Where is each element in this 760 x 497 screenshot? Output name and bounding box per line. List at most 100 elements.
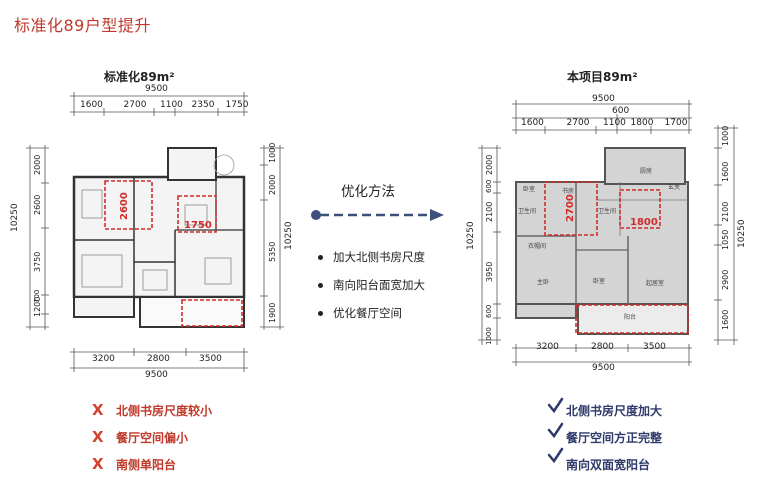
right-right-dim: 2100 [721,201,730,222]
right-plan-title: 本项目89m² [567,70,638,84]
bullet-item: 加大北侧书房尺度 [318,249,425,265]
left-side-dim: 700 [33,289,41,303]
room-label: 卫生间 [518,208,537,215]
right-top-dim: 1100 [603,118,626,128]
right-highlight-dim-1: 2700 [565,194,576,222]
pros-item: 餐厅空间方正完整 [566,428,662,446]
room-label: 起居室 [646,280,665,287]
left-side-dim: 2600 [33,194,42,215]
left-highlight-dim-2: 1750 [184,220,212,231]
right-bottom-total: 9500 [592,363,615,373]
cons-text: 南侧单阳台 [116,457,177,472]
check-marks [547,397,564,464]
right-dining-highlight [619,189,661,229]
bullet-text: 优化餐厅空间 [333,306,402,320]
right-balcony-highlight [575,304,689,334]
left-side-total: 10250 [10,203,20,232]
room-label: 书房 [562,188,575,195]
method-bullets: 加大北侧书房尺度 南向阳台面宽加大 优化餐厅空间 [318,249,425,333]
right-left-dim: 2000 [485,154,494,175]
right-study-highlight [544,181,598,236]
right-top-600: 600 [612,106,630,116]
bullet-dot-icon [318,254,323,260]
right-top-dim: 1600 [521,118,544,128]
left-top-dims: 1600 2700 1100 2350 1750 [80,100,250,110]
x-mark-icon: X [92,455,104,473]
x-mark-icon: X [92,401,104,419]
left-floor-plan [72,147,246,328]
right-side-dim-left: 1000 [268,142,277,163]
right-left-dim: 1000 [485,327,493,345]
right-left-dim: 3950 [485,261,494,282]
left-dimensions [26,92,284,372]
right-bottom-dim: 3200 [536,342,559,352]
right-side-dim-left: 1900 [268,302,277,323]
pros-text: 南向双面宽阳台 [566,457,651,472]
left-bottom-dim: 2800 [147,354,170,364]
left-top-dim: 2350 [191,100,215,110]
right-bottom-dims: 3200 2800 3500 [536,342,696,352]
left-bottom-dim: 3500 [199,354,222,364]
left-plan-title: 标准化89m² [104,70,175,84]
right-top-total: 9500 [592,94,615,104]
left-study-highlight [104,180,153,230]
right-right-dim: 1600 [721,309,730,330]
right-side-dim-left: 5350 [268,241,277,262]
left-right-total: 10250 [284,221,294,250]
optimization-arrow [311,209,444,221]
left-top-dim: 1600 [80,100,103,110]
right-left-dim: 600 [485,179,493,193]
left-balcony-highlight [181,299,243,327]
left-side-dim: 2000 [33,154,42,175]
right-right-dim: 1600 [721,161,730,182]
left-top-dim: 2700 [123,100,147,110]
right-floor-plan [515,147,689,335]
room-label: 玄关 [668,184,681,191]
right-dimensions [478,100,738,366]
right-bottom-dim: 2800 [591,342,614,352]
right-left-dim: 600 [485,304,493,318]
right-right-total: 10250 [737,219,747,248]
left-bottom-dims: 3200 2800 3500 [92,354,252,364]
bullet-text: 南向阳台面宽加大 [333,278,425,292]
bullet-item: 南向阳台面宽加大 [318,277,425,293]
pros-item: 北侧书房尺度加大 [566,401,662,419]
right-top-dim: 1700 [664,118,688,128]
bullet-text: 加大北侧书房尺度 [333,250,425,264]
pros-text: 餐厅空间方正完整 [566,430,663,445]
right-top-dim: 2700 [566,118,590,128]
left-top-dim: 1750 [225,100,249,110]
left-bottom-dim: 3200 [92,354,115,364]
room-label: 衣帽间 [528,243,547,250]
left-dining-highlight [177,195,217,233]
right-bottom-dim: 3500 [643,342,666,352]
right-right-dim: 1050 [721,229,730,250]
right-right-dim: 1000 [721,125,730,146]
page-title: 标准化89户型提升 [14,16,151,35]
cons-item: X 北侧书房尺度较小 [92,401,212,419]
pros-item: 南向双面宽阳台 [566,455,662,473]
room-label: 阳台 [624,314,637,321]
right-top-dim: 1800 [630,118,654,128]
left-top-dim: 1100 [160,100,183,110]
cons-text: 餐厅空间偏小 [116,430,189,445]
pros-text: 北侧书房尺度加大 [566,403,663,418]
right-top-dims: 1600 2700 1100 1800 1700 [521,118,693,128]
bullet-dot-icon [318,310,323,316]
method-label: 优化方法 [341,184,395,200]
cons-text: 北侧书房尺度较小 [116,403,213,418]
cons-item: X 南侧单阳台 [92,455,212,473]
right-left-dim: 2100 [485,201,494,222]
right-highlight-dim-2: 1800 [630,217,658,228]
right-side-dim-left: 2000 [268,174,277,195]
room-label: 主卧 [537,279,550,286]
left-bottom-total: 9500 [145,370,168,380]
room-label: 厨房 [640,168,653,175]
pros-list: 北侧书房尺度加大 餐厅空间方正完整 南向双面宽阳台 [566,401,662,482]
bullet-item: 优化餐厅空间 [318,305,425,321]
left-top-total: 9500 [145,84,168,94]
room-label: 卧室 [593,278,606,285]
